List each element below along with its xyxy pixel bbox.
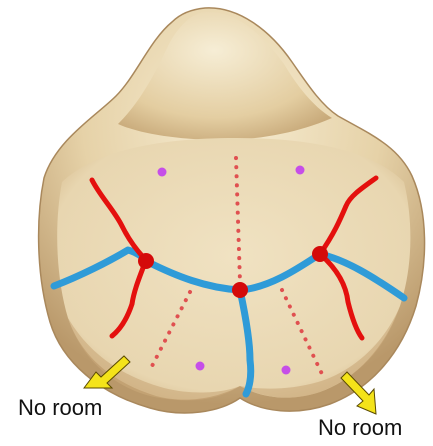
left-no-room-label: No room xyxy=(18,397,102,419)
red-node-right xyxy=(312,246,328,262)
cusp-dot-upper-right xyxy=(296,166,305,175)
cusp-dot-upper-left xyxy=(158,168,167,177)
cusp-dot-lower-right xyxy=(282,366,291,375)
red-node-left xyxy=(138,253,154,269)
red-node-center xyxy=(232,282,248,298)
right-no-room-label: No room xyxy=(318,417,402,439)
cusp-dot-lower-left xyxy=(196,362,205,371)
